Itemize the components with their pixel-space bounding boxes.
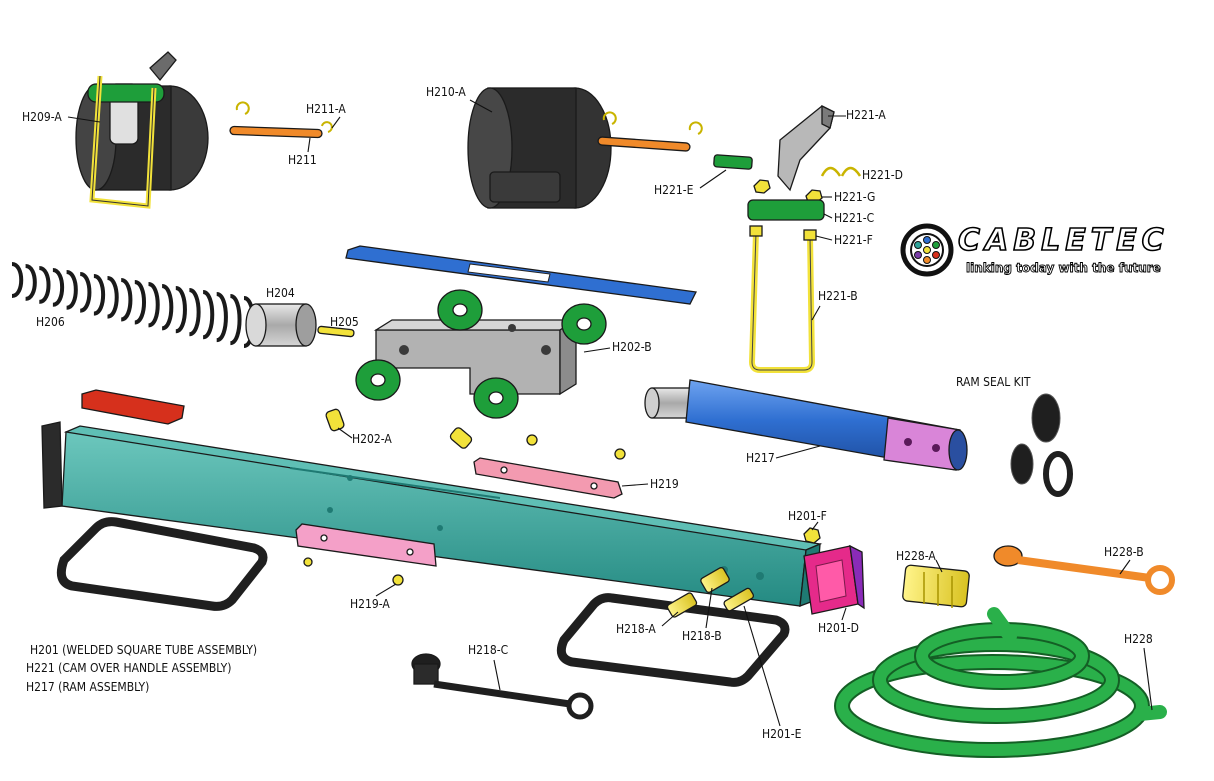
label-h209a: H209-A xyxy=(22,110,62,124)
label-h202b: H202-B xyxy=(612,340,652,354)
handle-loop-right xyxy=(556,593,790,687)
cap-h201d xyxy=(803,544,865,615)
label-h219a: H219-A xyxy=(350,597,390,611)
plate-h219b xyxy=(295,523,437,567)
trolley-h202b xyxy=(373,318,579,396)
legend-line-3: H217 (RAM ASSEMBLY) xyxy=(26,680,149,694)
bar-h221c xyxy=(747,199,825,221)
cylinder-h204 xyxy=(245,303,317,347)
tube-h201 xyxy=(41,421,823,607)
label-h204: H204 xyxy=(266,286,295,300)
wheels xyxy=(355,289,607,419)
label-h221f: H221-F xyxy=(834,233,873,247)
label-h221a: H221-A xyxy=(846,108,886,122)
label-h201e: H201-E xyxy=(762,727,802,741)
nut-h201f xyxy=(803,527,821,544)
label-h228a: H228-A xyxy=(896,549,936,563)
label-h228: H228 xyxy=(1124,632,1153,646)
label-h201d: H201-D xyxy=(818,621,859,635)
label-h217: H217 xyxy=(746,451,775,465)
label-h218a: H218-A xyxy=(616,622,656,636)
label-h221c: H221-C xyxy=(834,211,874,225)
label-h219: H219 xyxy=(650,477,679,491)
blue-strip xyxy=(345,245,697,305)
label-h218c: H218-C xyxy=(468,643,508,657)
label-h211: H211 xyxy=(288,153,317,167)
pin-h210 xyxy=(597,111,703,152)
ubolt-h221b xyxy=(748,225,817,373)
plate-h219 xyxy=(473,457,623,499)
handle-h221a xyxy=(777,104,835,192)
label-h202a: H202-A xyxy=(352,432,392,446)
brand-tagline: linking today with the future xyxy=(966,261,1161,275)
handle-loop-left xyxy=(56,517,268,611)
dustcap-h218c xyxy=(411,653,594,720)
label-h218b: H218-B xyxy=(682,629,722,643)
spring-h206 xyxy=(11,262,256,348)
label-h206: H206 xyxy=(36,315,65,329)
legend-line-1: H201 (WELDED SQUARE TUBE ASSEMBLY) xyxy=(30,643,257,657)
fitting-h201e xyxy=(723,587,755,612)
ram-seal-kit xyxy=(1010,393,1073,497)
label-h221g: H221-G xyxy=(834,190,875,204)
clamp-h209a xyxy=(75,51,209,209)
pin-h211 xyxy=(229,101,333,139)
fitting-h218b xyxy=(700,567,730,593)
label-h205: H205 xyxy=(330,315,359,329)
label-h201f: H201-F xyxy=(788,509,827,523)
label-ram-seal-kit: RAM SEAL KIT xyxy=(956,375,1031,389)
pins-h202a xyxy=(325,408,626,460)
fitting-h218a xyxy=(666,592,698,618)
brand-name: CABLETEC xyxy=(958,223,1169,258)
red-block xyxy=(81,389,185,425)
dustcap-h228b xyxy=(993,545,1175,595)
legend-line-2: H221 (CAM OVER HANDLE ASSEMBLY) xyxy=(26,661,231,675)
ram-h217 xyxy=(644,379,968,471)
clip-h221d xyxy=(820,166,862,177)
pin-h205 xyxy=(317,325,355,338)
label-h221d: H221-D xyxy=(862,168,903,182)
label-h228b: H228-B xyxy=(1104,545,1144,559)
nut-h219a xyxy=(303,557,404,586)
label-h221e: H221-E xyxy=(654,183,694,197)
label-h221b: H221-B xyxy=(818,289,858,303)
pin-h221e xyxy=(713,154,753,170)
clamp-h210a xyxy=(467,87,612,209)
label-h211a: H211-A xyxy=(306,102,346,116)
label-h210a: H210-A xyxy=(426,85,466,99)
coupling-h228a xyxy=(902,564,970,608)
hose-h228 xyxy=(834,607,1167,758)
cabletec-logo: CABLETEC linking today with the future xyxy=(900,222,1169,277)
